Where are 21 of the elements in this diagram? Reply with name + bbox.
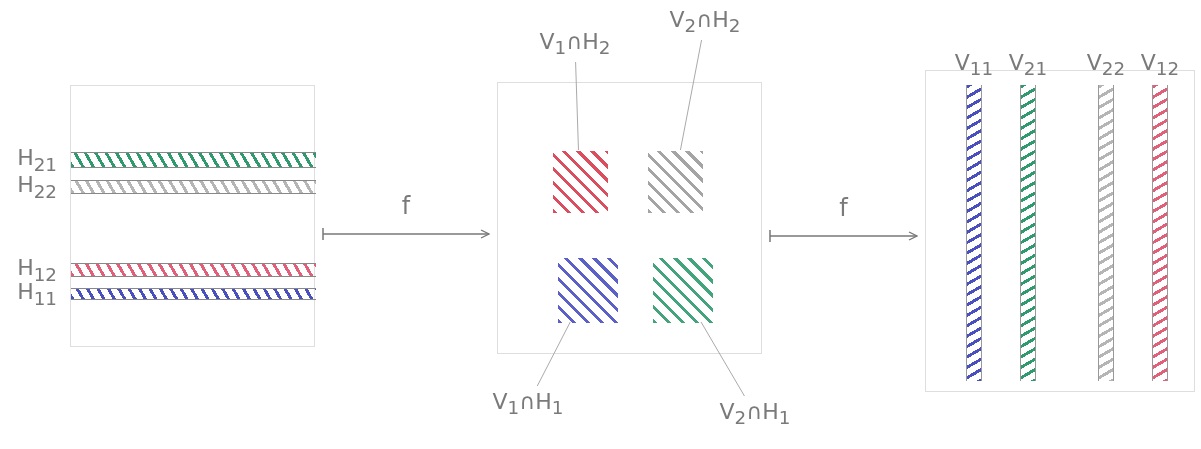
- strip-label: V$_{21}$: [1008, 49, 1048, 79]
- arrow: [769, 229, 918, 243]
- strip-label: H$_{21}$: [17, 145, 57, 175]
- leader-line: [575, 61, 579, 151]
- leader-line: [536, 321, 571, 387]
- leader-line: [700, 321, 745, 397]
- strip-label: H$_{22}$: [17, 172, 57, 202]
- hatched-patch: [553, 151, 608, 213]
- panel-frame: [497, 82, 762, 354]
- arrow: [322, 227, 490, 241]
- set-label: V$_{2}$∩H$_{1}$: [719, 399, 791, 429]
- hatched-patch: [653, 258, 713, 323]
- set-label: V$_{2}$∩H$_{2}$: [669, 7, 741, 37]
- hatched-patch: [558, 258, 618, 323]
- set-label: V$_{1}$∩H$_{2}$: [539, 29, 611, 59]
- strip-label: V$_{22}$: [1086, 49, 1126, 79]
- strip-label: V$_{11}$: [954, 49, 994, 79]
- strip-label: V$_{12}$: [1140, 49, 1180, 79]
- set-label: V$_{1}$∩H$_{1}$: [492, 389, 564, 419]
- leader-line: [679, 39, 703, 151]
- hatched-patch: [648, 151, 703, 213]
